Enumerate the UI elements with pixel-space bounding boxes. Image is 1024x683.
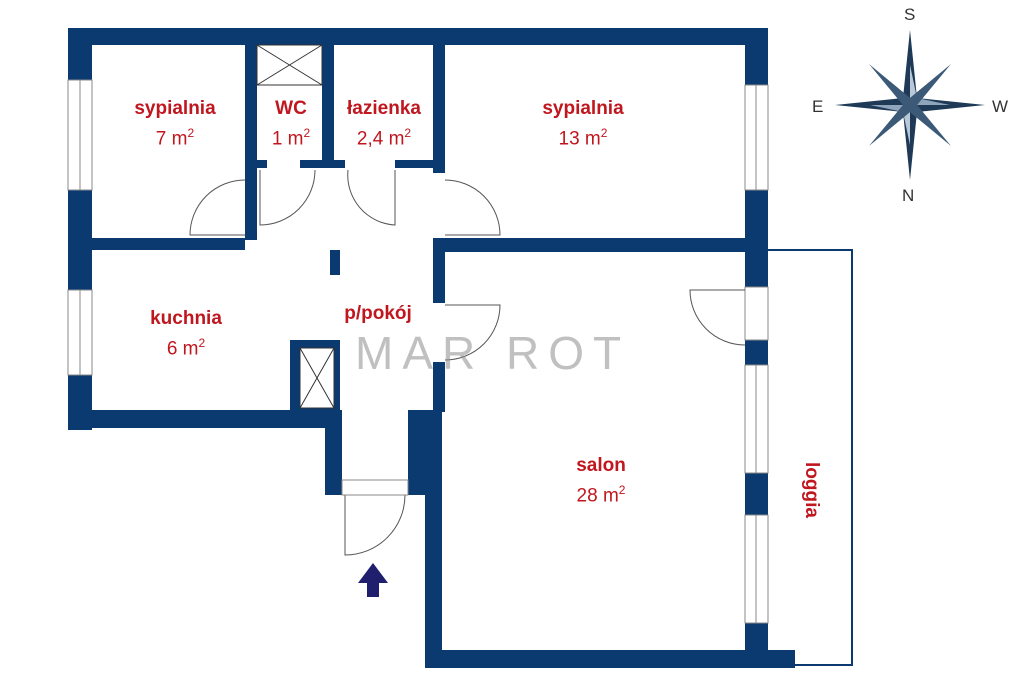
room-name: WC bbox=[275, 98, 307, 119]
room-area: 28 m bbox=[576, 485, 619, 507]
compass-east: E bbox=[812, 97, 824, 116]
room-label-lazienka: łazienka 2,4 m2 bbox=[347, 97, 421, 151]
room-label-salon: salon 28 m2 bbox=[576, 454, 626, 508]
room-label-kuchnia: kuchnia 6 m2 bbox=[150, 307, 222, 361]
room-name: loggia bbox=[801, 462, 822, 518]
unit-exponent: 2 bbox=[404, 126, 412, 140]
shafts bbox=[256, 44, 335, 409]
room-area: 13 m bbox=[558, 128, 601, 150]
compass-rose-icon bbox=[835, 30, 985, 180]
room-name: sypialnia bbox=[542, 98, 624, 119]
windows bbox=[67, 79, 769, 624]
room-label-sypialnia-7: sypialnia 7 m2 bbox=[134, 97, 215, 151]
compass-west: W bbox=[992, 97, 1009, 116]
room-area: 2,4 m bbox=[356, 128, 405, 150]
unit-exponent: 2 bbox=[187, 126, 195, 140]
room-name: salon bbox=[576, 455, 626, 476]
compass-south: S bbox=[904, 5, 916, 24]
unit-exponent: 2 bbox=[198, 336, 206, 350]
room-name: kuchnia bbox=[150, 308, 222, 329]
room-area: 1 m bbox=[271, 128, 304, 150]
loggia-outline bbox=[768, 249, 853, 666]
unit-exponent: 2 bbox=[303, 126, 311, 140]
room-name: p/pokój bbox=[344, 303, 412, 324]
entrance-arrow-icon bbox=[358, 563, 388, 597]
room-name: łazienka bbox=[347, 98, 421, 119]
unit-exponent: 2 bbox=[618, 483, 626, 497]
watermark: MAR ROT bbox=[355, 327, 631, 379]
room-name: sypialnia bbox=[134, 98, 216, 119]
doors bbox=[189, 169, 746, 556]
room-label-sypialnia-13: sypialnia 13 m2 bbox=[542, 97, 623, 151]
room-label-loggia: loggia bbox=[799, 462, 823, 518]
room-label-wc: WC 1 m2 bbox=[272, 97, 310, 151]
unit-exponent: 2 bbox=[600, 126, 608, 140]
room-area: 7 m bbox=[155, 128, 188, 150]
room-area: 6 m bbox=[166, 338, 199, 360]
compass-north: N bbox=[902, 186, 915, 205]
room-label-przedpokoj: p/pokój bbox=[344, 302, 412, 326]
